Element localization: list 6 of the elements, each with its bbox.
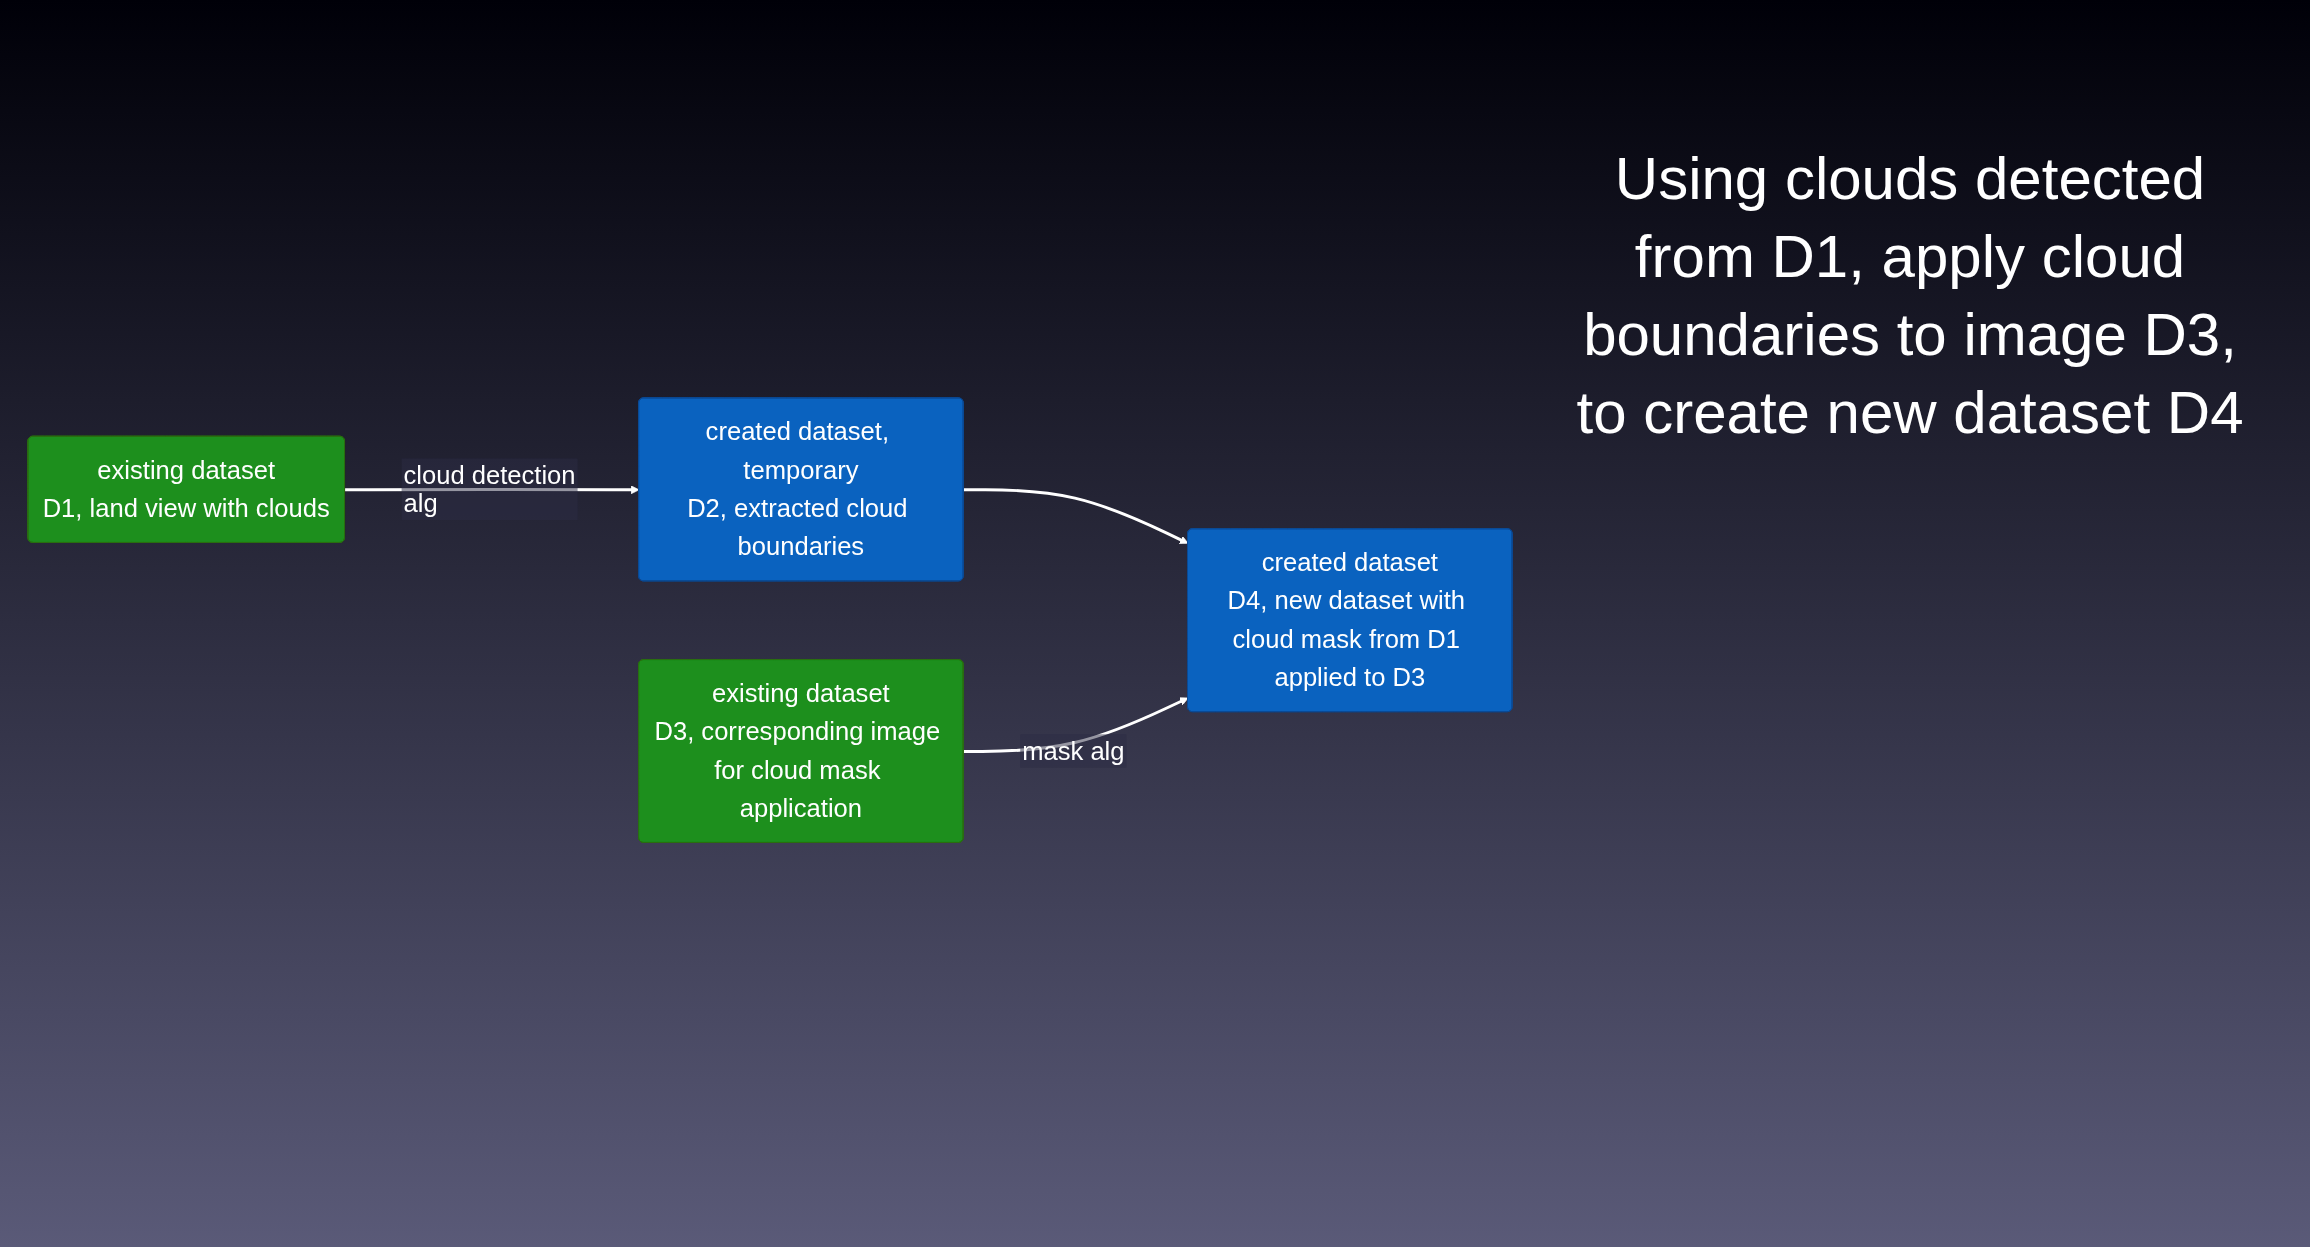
arrow xyxy=(963,697,1189,753)
arrow xyxy=(345,485,640,494)
edge-label: mask alg xyxy=(1022,736,1125,765)
edge-label: cloud detection alg xyxy=(403,460,576,518)
arrow xyxy=(963,488,1189,544)
note-text: Using clouds detected from D1, apply cloud boundaries to image D3, to create new dataset D4 xyxy=(1575,144,2245,448)
